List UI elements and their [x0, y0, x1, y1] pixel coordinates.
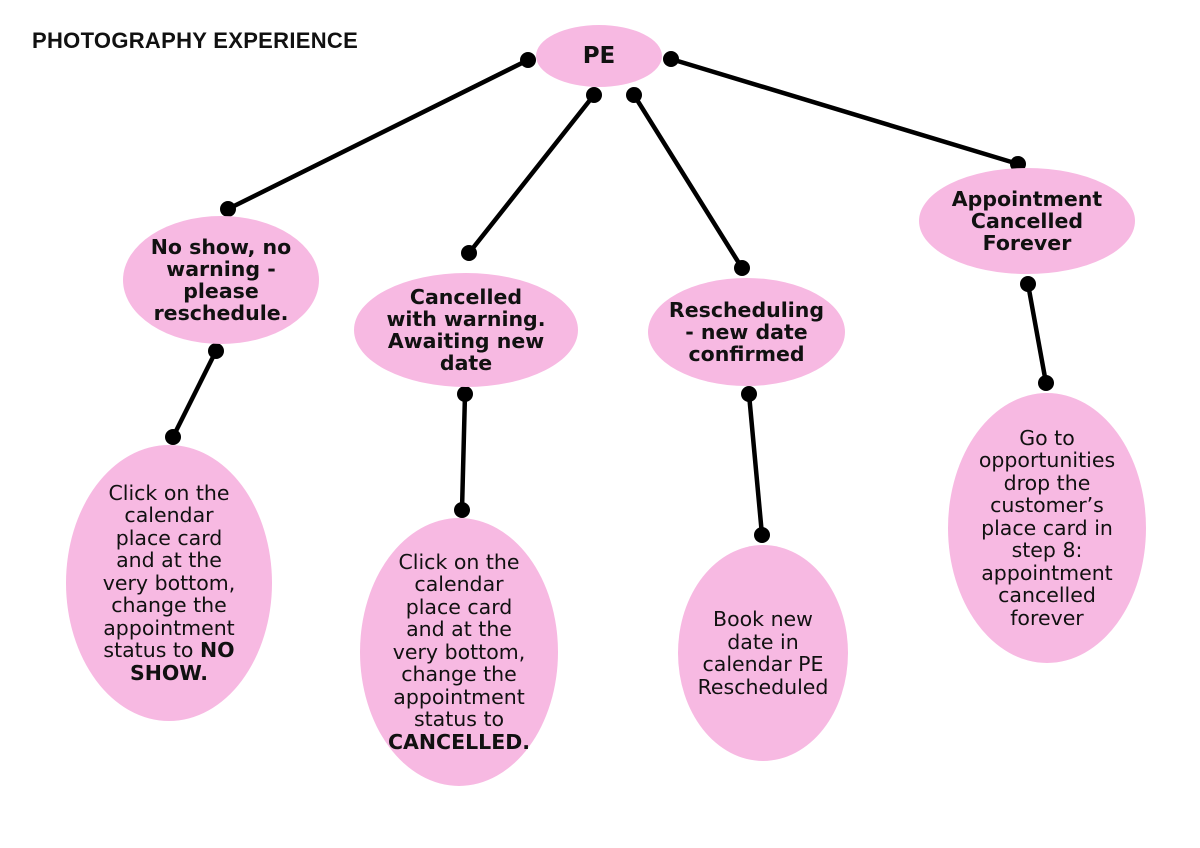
detail-line: very bottom,	[392, 639, 526, 664]
connector-dot	[741, 386, 757, 402]
detail-line: place card	[405, 594, 513, 619]
connector-root-branch-4	[668, 56, 1021, 167]
detail-status-value: CANCELLED.	[387, 729, 531, 754]
detail-line: calendar PE	[702, 652, 824, 676]
detail-line: calendar	[414, 572, 504, 597]
connector-dot	[454, 502, 470, 518]
connector-dot	[1020, 276, 1036, 292]
detail-line: and at the	[406, 617, 512, 642]
detail-line: opportunities	[978, 448, 1116, 473]
connector-dot	[754, 527, 770, 543]
detail-line: Rescheduled	[697, 674, 829, 699]
branch-node-no-show: No show, no warning - please reschedule.	[123, 216, 319, 344]
branch-label-line: Awaiting new	[387, 329, 545, 353]
detail-line: Go to	[1019, 425, 1075, 450]
connector-dot	[626, 87, 642, 103]
detail-status-prefix: status to	[103, 638, 200, 663]
detail-line: date in	[727, 629, 799, 654]
branch-label-line: date	[439, 351, 493, 375]
branch-label-line: Forever	[982, 231, 1072, 255]
detail-line: Book new	[713, 607, 813, 631]
detail-line: Click on the	[108, 480, 230, 505]
connector-dot	[1038, 375, 1054, 391]
connector-branch-4-detail	[1025, 281, 1049, 386]
detail-line: very bottom,	[102, 570, 236, 595]
connector-dot	[461, 245, 477, 261]
detail-line: customer’s	[990, 493, 1104, 518]
detail-line: calendar	[124, 503, 214, 528]
branch-label-line: warning -	[166, 257, 276, 281]
branch-node-appointment-cancelled-forever: Appointment Cancelled Forever	[919, 168, 1135, 274]
connector-dot	[220, 201, 236, 217]
detail-node-cancelled-forever: Go to opportunities drop the customer’s …	[948, 393, 1146, 663]
branch-node-rescheduling: Rescheduling - new date confirmed	[648, 278, 845, 386]
detail-line: appointment	[103, 615, 235, 640]
connector-branch-3-detail	[746, 391, 765, 538]
detail-line: forever	[1010, 605, 1084, 630]
connector-dot	[520, 52, 536, 68]
connector-dot	[663, 51, 679, 67]
detail-status-line: status to NO	[103, 639, 235, 662]
root-node-label: PE	[582, 43, 616, 69]
detail-line: cancelled	[998, 583, 1096, 608]
page-title: PHOTOGRAPHY EXPERIENCE	[32, 28, 359, 53]
connector-dot	[586, 87, 602, 103]
detail-line: step 8:	[1011, 538, 1083, 563]
connector-root-branch-3	[631, 92, 745, 271]
detail-line: Click on the	[398, 549, 520, 574]
branch-label-line: Rescheduling	[668, 298, 825, 322]
connector-branch-1-detail	[170, 348, 219, 440]
detail-node-cancelled: Click on the calendar place card and at …	[360, 518, 558, 786]
detail-line: change the	[111, 593, 227, 618]
branch-label-line: with warning.	[386, 307, 546, 331]
detail-line: status to	[413, 707, 505, 732]
connector-dot	[165, 429, 181, 445]
detail-line: place card in	[981, 515, 1113, 540]
detail-status-value: SHOW.	[129, 660, 209, 685]
branch-label-line: confirmed	[688, 342, 805, 366]
connector-dot	[734, 260, 750, 276]
branch-label-line: reschedule.	[153, 301, 289, 325]
detail-line: appointment	[393, 684, 525, 709]
branch-label-line: Cancelled	[970, 209, 1084, 233]
branch-label-line: Appointment	[951, 187, 1103, 211]
connector-root-branch-2	[466, 92, 597, 256]
detail-status-value: NO	[200, 638, 235, 663]
branch-label-line: Cancelled	[409, 285, 523, 309]
root-node: PE	[536, 25, 662, 87]
connector-dot	[208, 343, 224, 359]
detail-line: place card	[115, 525, 223, 550]
detail-line: change the	[401, 662, 517, 687]
detail-line: and at the	[116, 548, 222, 573]
connector-dot	[457, 386, 473, 402]
branch-label-line: please	[183, 279, 259, 303]
detail-line: drop the	[1003, 470, 1091, 495]
connector-branch-2-detail	[459, 391, 468, 513]
detail-node-rescheduled: Book new date in calendar PE Rescheduled	[678, 545, 848, 761]
detail-line: appointment	[981, 560, 1113, 585]
branch-label-line: No show, no	[150, 235, 292, 259]
connector-root-branch-1	[225, 57, 531, 212]
branch-label-line: - new date	[685, 320, 808, 344]
detail-node-no-show: Click on the calendar place card and at …	[66, 445, 272, 721]
branch-node-cancelled-with-warning: Cancelled with warning. Awaiting new dat…	[354, 273, 578, 387]
